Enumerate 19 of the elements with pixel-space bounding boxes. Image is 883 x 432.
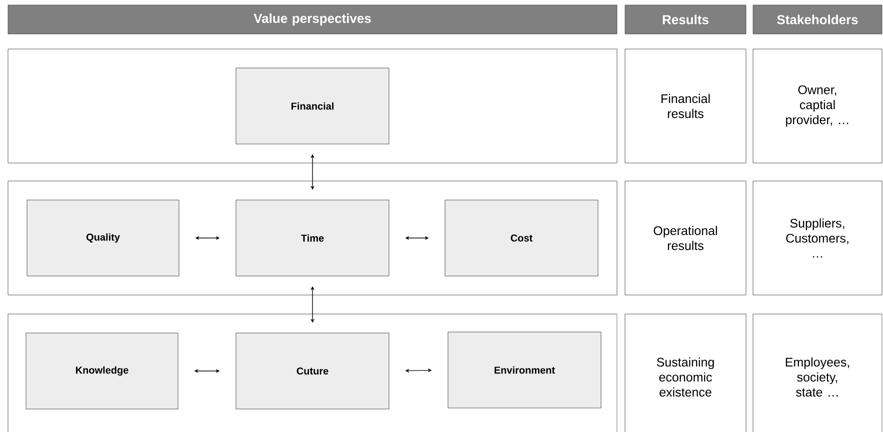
- perspective-box: Financial: [236, 68, 390, 144]
- stakeholders-cell: Owner, captial provider, …: [752, 48, 882, 164]
- perspective-box: Time: [236, 200, 390, 276]
- stakeholders-cell: Suppliers, Customers, …: [752, 180, 882, 296]
- results-cell: Operational results: [624, 180, 746, 296]
- header-cell: Value perspectives: [8, 4, 618, 34]
- perspective-box: Cost: [444, 200, 598, 276]
- stakeholders-cell: Employees, society, state …: [752, 314, 882, 432]
- perspective-box: Cuture: [236, 332, 390, 410]
- results-cell: Financial results: [624, 48, 746, 164]
- results-cell: Sustaining economic existence: [624, 314, 746, 432]
- perspective-box: Environment: [448, 332, 602, 408]
- perspective-box: Knowledge: [26, 332, 178, 410]
- header-cell: Stakeholders: [752, 4, 882, 34]
- header-cell: Results: [624, 4, 746, 34]
- row-panel: [8, 180, 618, 296]
- perspective-box: Quality: [26, 200, 180, 276]
- row-panel: [8, 314, 618, 432]
- row-panel: [8, 48, 618, 164]
